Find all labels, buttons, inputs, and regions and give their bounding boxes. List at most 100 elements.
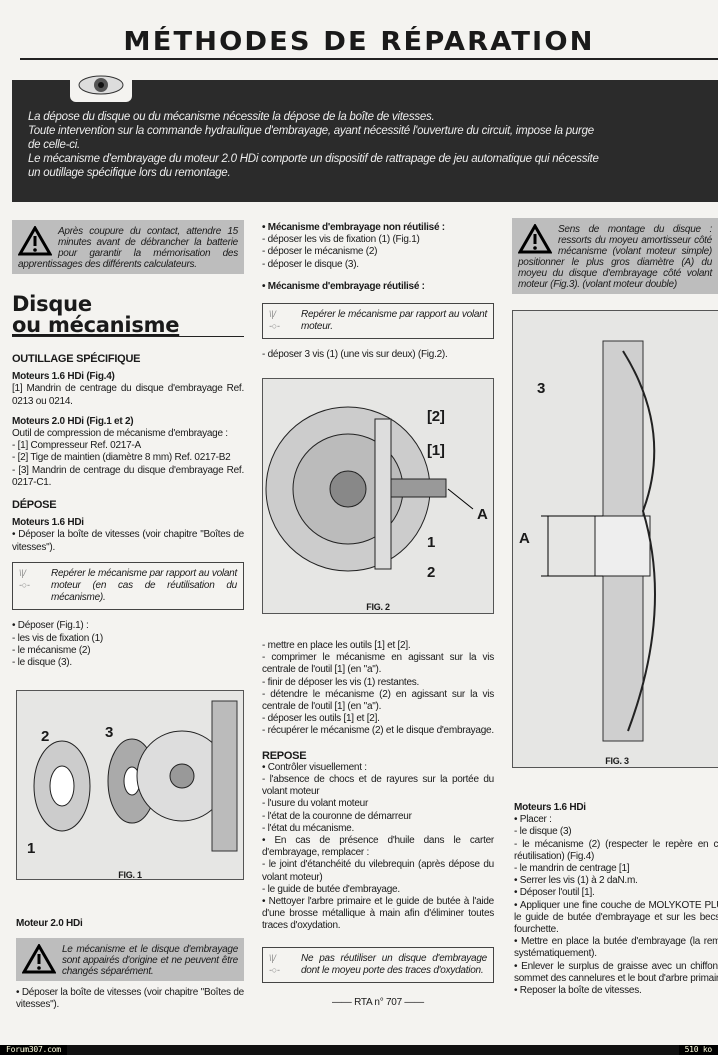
- figure-caption: FIG. 2: [366, 602, 390, 613]
- footer-bar: [0, 1045, 718, 1055]
- heading-repose: REPOSE: [262, 749, 307, 762]
- fig3-label: A: [519, 530, 530, 547]
- text: - récupérer le mécanisme (2) et le disqu…: [262, 725, 494, 737]
- figure-3: 3 A FIG. 3: [512, 310, 718, 768]
- text: - [3] Mandrin de centrage du disque d'em…: [12, 464, 244, 488]
- text: - les vis de fixation (1): [12, 632, 104, 644]
- warning-text: Le mécanisme et le disque d'embrayage so…: [62, 944, 238, 978]
- text: • Mettre en place la butée d'embrayage (…: [514, 936, 718, 960]
- fig1-label: 3: [105, 724, 114, 741]
- clutch-illustration: [33, 700, 238, 852]
- fig2-label: 2: [427, 564, 436, 581]
- forum-watermark: Forum307.com: [0, 1045, 67, 1055]
- section-title: Disque: [12, 292, 92, 316]
- subheading: Moteurs 1.6 HDi (Fig.4): [12, 371, 115, 383]
- warning-box: Sens de montage du disque : ressorts du …: [512, 218, 718, 294]
- text: - mettre en place les outils [1] et [2].: [262, 640, 411, 651]
- tip-text: Repérer le mécanisme par rapport au vola…: [301, 309, 487, 333]
- text: - détendre le mécanisme (2) en agissant …: [262, 688, 494, 713]
- text: - le disque (3): [514, 826, 572, 838]
- warning-icon: [518, 224, 552, 254]
- text: • Déposer (Fig.1) :: [12, 620, 89, 632]
- text: - l'absence de chocs et de rayures sur l…: [262, 774, 494, 798]
- text: - l'état de la couronne de démarreur: [262, 810, 412, 822]
- figure-2: [2] [1] A 1 2 FIG. 2: [262, 378, 494, 614]
- text: • Reposer la boîte de vitesses.: [514, 985, 642, 997]
- figure-caption: FIG. 1: [118, 870, 142, 881]
- fig2-label: [2]: [427, 408, 445, 425]
- text: - déposer le mécanisme (2): [262, 246, 378, 258]
- eye-icon: [70, 72, 132, 102]
- text: - déposer le disque (3).: [262, 258, 359, 270]
- tip-box: \|/-○- Repérer le mécanisme par rapport a…: [12, 561, 244, 611]
- heading-outillage: OUTILLAGE SPÉCIFIQUE: [12, 353, 141, 365]
- text: • Enlever le surplus de graisse avec un …: [514, 960, 718, 984]
- text: - déposer les vis de fixation (1) (Fig.1…: [262, 234, 420, 246]
- text: - finir de déposer les vis (1) restantes…: [262, 676, 420, 688]
- fig1-label: 2: [41, 728, 50, 745]
- text: • Serrer les vis (1) à 2 daN.m.: [514, 875, 638, 887]
- subheading: Moteurs 1.6 HDi: [514, 802, 586, 813]
- text: • Déposer la boîte de vitesses (voir cha…: [16, 987, 244, 1011]
- intro-text: La dépose du disque ou du mécanisme néce…: [28, 111, 599, 179]
- column-2-bottom: - mettre en place les outils [1] et [2].…: [262, 640, 494, 1009]
- tip-box: \|/-○- Repérer le mécanisme par rapport a…: [262, 303, 494, 340]
- text: - déposer les outils [1] et [2].: [262, 713, 380, 725]
- warning-icon: [18, 226, 52, 256]
- column-3-bottom: Moteurs 1.6 HDi • Placer : - le disque (…: [514, 796, 718, 997]
- text: • En cas de présence d'huile dans le car…: [262, 835, 494, 859]
- figure-caption: FIG. 3: [605, 756, 629, 767]
- fig2-label: [1]: [427, 442, 445, 459]
- warning-box: Le mécanisme et le disque d'embrayage so…: [16, 938, 244, 982]
- lightbulb-icon: \|/-○-: [269, 952, 280, 975]
- text: - le joint d'étanchéité du vilebrequin (…: [262, 859, 494, 883]
- text: - comprimer le mécanisme en agissant sur…: [262, 652, 494, 676]
- column-2: • Mécanisme d'embrayage non réutilisé : …: [262, 216, 494, 362]
- text: - le disque (3).: [12, 657, 72, 669]
- warning-icon: [22, 944, 56, 974]
- lightbulb-icon: \|/-○-: [19, 567, 30, 591]
- subheading: • Mécanisme d'embrayage réutilisé :: [262, 280, 425, 292]
- disc-section-illustration: [541, 340, 656, 742]
- file-size: 510 ko: [678, 1045, 718, 1055]
- page-title: MÉTHODES DE RÉPARATION: [123, 27, 595, 57]
- fig1-label: 1: [27, 840, 36, 857]
- subheading: Moteur 2.0 HDi: [16, 918, 83, 929]
- subheading: Moteurs 1.6 HDi: [12, 517, 84, 529]
- text: • Déposer l'outil [1].: [514, 887, 595, 899]
- intro-panel: La dépose du disque ou du mécanisme néce…: [12, 80, 718, 202]
- figure-1: 2 3 1 FIG. 1: [16, 690, 244, 880]
- text: - le guide de butée d'embrayage.: [262, 883, 400, 895]
- subheading: Moteurs 2.0 HDi (Fig.1 et 2): [12, 415, 134, 427]
- warning-text: Après coupure du contact, attendre 15 mi…: [18, 226, 238, 270]
- column-1-bottom: Moteur 2.0 HDi Le mécanisme et le disque…: [16, 912, 244, 1012]
- text: • Nettoyer l'arbre primaire et le guide …: [262, 896, 494, 932]
- section-title-2: ou mécanisme: [12, 313, 180, 337]
- text: - déposer 3 vis (1) (une vis sur deux) (…: [262, 349, 448, 361]
- fig2-label: 1: [427, 534, 436, 551]
- text: [1] Mandrin de centrage du disque d'embr…: [12, 383, 244, 407]
- text: • Contrôler visuellement :: [262, 761, 367, 773]
- compressor-illustration: [265, 406, 474, 572]
- subheading: • Mécanisme d'embrayage non réutilisé :: [262, 222, 445, 233]
- lightbulb-icon: \|/-○-: [269, 309, 280, 332]
- text: - [2] Tige de maintien (diamètre 8 mm) R…: [12, 452, 231, 464]
- column-1: Après coupure du contact, attendre 15 mi…: [12, 220, 244, 669]
- fig3-label: 3: [537, 380, 546, 397]
- title-rule: [20, 58, 718, 60]
- fig2-label: A: [477, 506, 488, 523]
- text: Outil de compression de mécanisme d'embr…: [12, 428, 228, 440]
- text: • Appliquer une fine couche de MOLYKOTE …: [514, 899, 718, 936]
- tip-box: \|/-○-Ne pas réutiliser un disque d'embr…: [262, 946, 494, 984]
- page-number: —— RTA n° 707 ——: [332, 997, 424, 1009]
- text: - le mécanisme (2): [12, 644, 91, 656]
- text: - l'usure du volant moteur: [262, 798, 369, 810]
- text: - l'état du mécanisme.: [262, 822, 355, 834]
- text: • Placer :: [514, 814, 552, 826]
- warning-text: Sens de montage du disque : ressorts du …: [518, 224, 712, 290]
- text: - le mandrin de centrage [1]: [514, 863, 630, 875]
- text: - le mécanisme (2) (respecter le repère …: [514, 838, 718, 862]
- warning-box: Après coupure du contact, attendre 15 mi…: [12, 220, 244, 274]
- text: • Déposer la boîte de vitesses (voir cha…: [12, 529, 244, 553]
- tip-text: Repérer le mécanisme par rapport au vola…: [51, 567, 237, 604]
